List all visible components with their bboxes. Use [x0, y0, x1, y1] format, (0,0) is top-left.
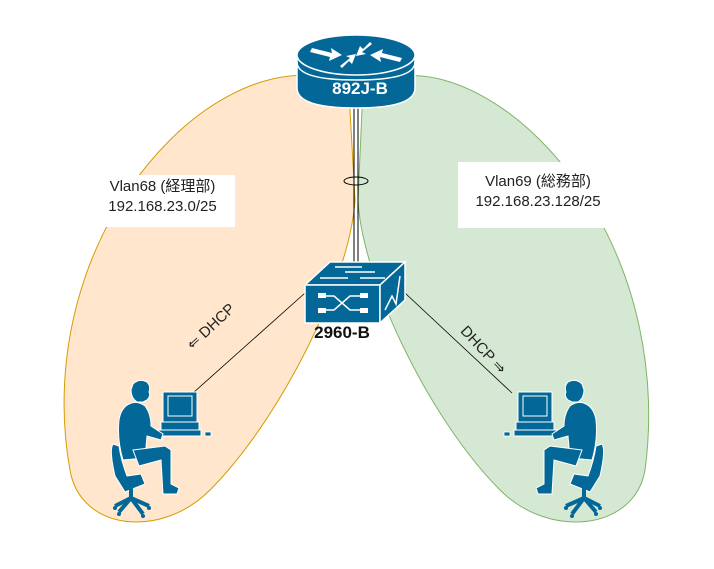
switch-icon[interactable] [303, 260, 407, 325]
vlan68-label: Vlan68 (経理部) 192.168.23.0/25 [90, 175, 235, 227]
router-icon[interactable] [296, 34, 416, 109]
router-name: 892J-B [332, 79, 388, 98]
vlan69-label: Vlan69 (総務部) 192.168.23.128/25 [458, 162, 618, 228]
switch-name: 2960-B [314, 323, 370, 342]
access-link-vlan69 [404, 292, 513, 394]
vlan69-subnet: 192.168.23.128/25 [475, 193, 601, 210]
vlan69-title: Vlan69 (総務部) [485, 173, 591, 190]
vlan68-title: Vlan68 (経理部) [109, 178, 216, 195]
etherchannel-ellipse [343, 176, 369, 186]
access-link-vlan68 [192, 292, 306, 394]
vlan68-subnet: 192.168.23.0/25 [108, 198, 217, 215]
